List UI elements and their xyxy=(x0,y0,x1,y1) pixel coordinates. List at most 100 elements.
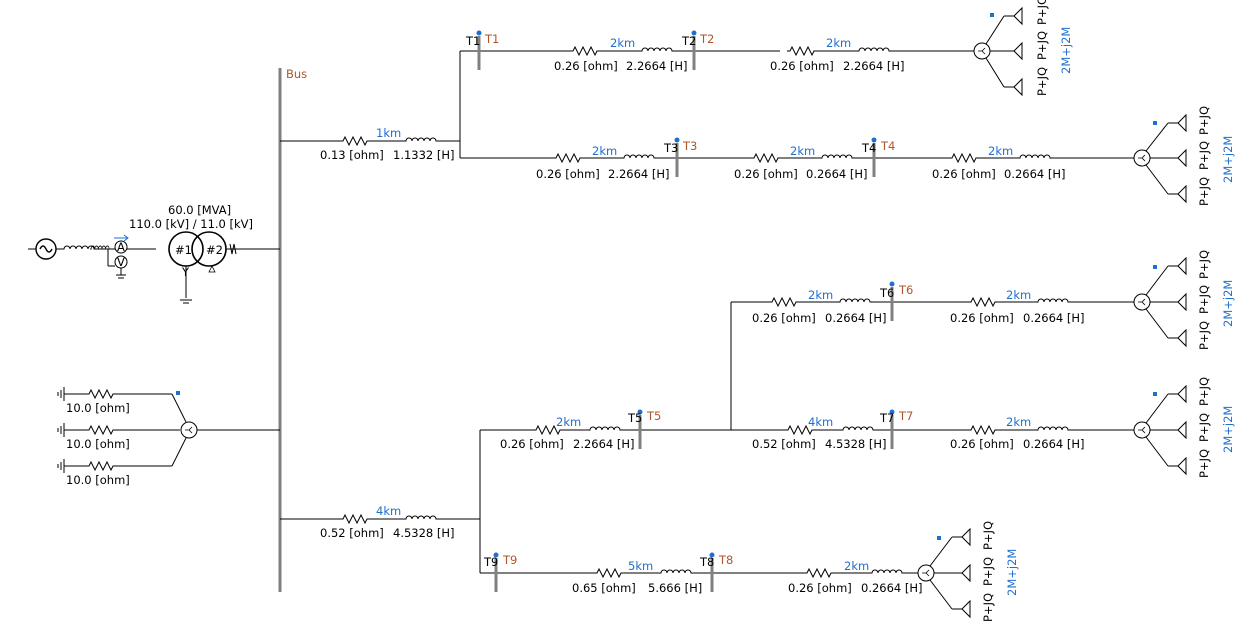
feeder-1[interactable]: 1km 0.13 [ohm] 1.1332 [H] xyxy=(280,51,461,162)
seg-t4-load-length: 2km xyxy=(988,144,1013,158)
tap-T7[interactable]: T7 T7 xyxy=(879,409,913,449)
feeder2-length: 4km xyxy=(376,504,401,518)
tap-T9-tag: T9 xyxy=(502,553,517,567)
seg-t3-t4-inductance: 0.2664 [H] xyxy=(806,167,868,181)
grounding-r1: 10.0 [ohm] xyxy=(66,401,130,415)
branch-t5-t7[interactable]: 2km 0.26 [ohm] 2.2664 [H] 4km 0.52 [ohm]… xyxy=(480,302,1134,451)
ammeter-letter: A xyxy=(117,240,125,254)
seg-t3-t4-length: 2km xyxy=(790,144,815,158)
feeder2-inductance: 4.5328 [H] xyxy=(393,526,455,540)
load-L2-pq2: P+JQ xyxy=(1197,141,1211,170)
grounding-r2: 10.0 [ohm] xyxy=(66,437,130,451)
tap-T7-tag: T7 xyxy=(898,409,913,423)
tap-T3[interactable]: T3 T3 xyxy=(663,137,697,178)
tap-T4[interactable]: T4 T4 xyxy=(861,137,895,178)
grounding-r3: 10.0 [ohm] xyxy=(66,473,130,487)
feeder-2[interactable]: 4km 0.52 [ohm] 4.5328 [H] xyxy=(280,430,481,573)
load-L2-pq3: P+JQ xyxy=(1197,177,1211,206)
tap-T1-tag: T1 xyxy=(484,32,499,46)
source-group[interactable]: A V xyxy=(28,234,156,279)
tap-T4-tag: T4 xyxy=(880,139,895,153)
load-L3-pq1: P+JQ xyxy=(1197,250,1211,279)
tap-T5[interactable]: T5 T5 xyxy=(627,409,661,449)
load-L1-pq1: P+JQ xyxy=(1035,0,1049,25)
seg-t6-load-length: 2km xyxy=(1006,288,1031,302)
seg-t5-resistance: 0.26 [ohm] xyxy=(500,437,564,451)
seg-t7-load-inductance: 0.2664 [H] xyxy=(1023,437,1085,451)
seg-t2-load-inductance: 2.2664 [H] xyxy=(843,59,905,73)
seg-t6-inductance: 0.2664 [H] xyxy=(825,311,887,325)
seg-t1-t2-length: 2km xyxy=(610,36,635,50)
load-L4-rating: 2M+j2M xyxy=(1221,406,1235,453)
seg-t5-inductance: 2.2664 [H] xyxy=(573,437,635,451)
tap-T6-label: T6 xyxy=(879,286,894,300)
load-L4[interactable]: P+JQ P+JQ P+JQ 2M+j2M xyxy=(1133,377,1235,478)
branch-t6[interactable]: 2km 0.26 [ohm] 0.2664 [H] 2km 0.26 [ohm]… xyxy=(731,288,1134,325)
bus-label: Bus xyxy=(286,67,307,81)
seg-t7-load-resistance: 0.26 [ohm] xyxy=(950,437,1014,451)
tap-T1[interactable]: T1 T1 xyxy=(465,30,499,71)
seg-t8-load-length: 2km xyxy=(844,559,869,573)
seg-t7-load-length: 2km xyxy=(1006,415,1031,429)
load-L3[interactable]: P+JQ P+JQ P+JQ 2M+j2M xyxy=(1133,250,1235,350)
tap-T3-tag: T3 xyxy=(682,139,697,153)
branch-t9-t8[interactable]: 5km 0.65 [ohm] 5.666 [H] 2km 0.26 [ohm] … xyxy=(480,559,923,595)
feeder2-resistance: 0.52 [ohm] xyxy=(320,526,384,540)
transformer-rating: 60.0 [MVA] xyxy=(168,203,231,217)
load-L2-rating: 2M+j2M xyxy=(1221,136,1235,183)
seg-t3-resistance: 0.26 [ohm] xyxy=(536,167,600,181)
load-L4-pq3: P+JQ xyxy=(1197,449,1211,478)
seg-t9-t8-resistance: 0.65 [ohm] xyxy=(572,581,636,595)
seg-t4-load-resistance: 0.26 [ohm] xyxy=(932,167,996,181)
tap-T1-label: T1 xyxy=(465,34,480,48)
seg-t6-length: 2km xyxy=(808,288,833,302)
seg-t5-t7-length: 4km xyxy=(808,415,833,429)
tap-T5-tag: T5 xyxy=(646,409,661,423)
grounding-bank[interactable]: 10.0 [ohm] 10.0 [ohm] 10.0 [ohm] xyxy=(57,386,280,487)
load-L1-pq2: P+JQ xyxy=(1035,31,1049,60)
seg-t1-t2-resistance: 0.26 [ohm] xyxy=(554,59,618,73)
load-L5-pq2: P+JQ xyxy=(981,557,995,586)
load-L1-rating: 2M+j2M xyxy=(1059,27,1073,74)
node-marker xyxy=(176,391,180,395)
load-L2[interactable]: P+JQ P+JQ P+JQ 2M+j2M xyxy=(1133,106,1235,206)
seg-t2-load-length: 2km xyxy=(826,36,851,50)
tap-T3-label: T3 xyxy=(663,141,678,155)
load-L5-pq3: P+JQ xyxy=(981,593,995,622)
feeder1-length: 1km xyxy=(376,126,401,140)
tap-T4-label: T4 xyxy=(861,141,876,155)
seg-t9-t8-inductance: 5.666 [H] xyxy=(648,581,702,595)
load-L4-pq2: P+JQ xyxy=(1197,413,1211,442)
wye-symbol: Y xyxy=(181,265,190,279)
tap-T5-label: T5 xyxy=(627,411,642,425)
load-L2-pq1: P+JQ xyxy=(1197,106,1211,135)
tap-T2[interactable]: T2 T2 xyxy=(681,30,714,71)
tap-T9[interactable]: T9 T9 xyxy=(483,552,517,593)
tap-T8-tag: T8 xyxy=(718,553,733,567)
transformer-voltages: 110.0 [kV] / 11.0 [kV] xyxy=(129,217,253,231)
seg-t5-length: 2km xyxy=(556,415,581,429)
transformer[interactable]: 60.0 [MVA] 110.0 [kV] / 11.0 [kV] #1 #2 … xyxy=(129,203,280,304)
load-L3-pq3: P+JQ xyxy=(1197,321,1211,350)
load-L5[interactable]: P+JQ P+JQ P+JQ 2M+j2M xyxy=(917,521,1019,622)
seg-t5-t7-inductance: 4.5328 [H] xyxy=(825,437,887,451)
load-L5-pq1: P+JQ xyxy=(981,521,995,550)
load-L1-pq3: P+JQ xyxy=(1035,67,1049,96)
winding2-label: #2 xyxy=(206,243,223,257)
tap-T6[interactable]: T6 T6 xyxy=(879,281,913,322)
tap-T8[interactable]: T8 T8 xyxy=(699,552,733,593)
tap-T2-tag: T2 xyxy=(699,32,714,46)
load-L4-pq1: P+JQ xyxy=(1197,377,1211,406)
tap-T6-tag: T6 xyxy=(898,283,913,297)
seg-t3-t4-resistance: 0.26 [ohm] xyxy=(734,167,798,181)
tap-T7-label: T7 xyxy=(879,411,894,425)
tap-T9-label: T9 xyxy=(483,555,498,569)
branch-t1-t2[interactable]: 2km 0.26 [ohm] 2.2664 [H] 2km 0.26 [ohm]… xyxy=(460,36,974,73)
tap-T2-label: T2 xyxy=(681,34,696,48)
seg-t6-load-inductance: 0.2664 [H] xyxy=(1023,311,1085,325)
seg-t6-resistance: 0.26 [ohm] xyxy=(752,311,816,325)
load-L5-rating: 2M+j2M xyxy=(1005,549,1019,596)
branch-t3-t4[interactable]: 2km 0.26 [ohm] 2.2664 [H] 2km 0.26 [ohm]… xyxy=(460,144,1134,181)
load-L1[interactable]: P+JQ P+JQ P+JQ 2M+j2M xyxy=(973,0,1073,96)
seg-t8-load-resistance: 0.26 [ohm] xyxy=(788,581,852,595)
